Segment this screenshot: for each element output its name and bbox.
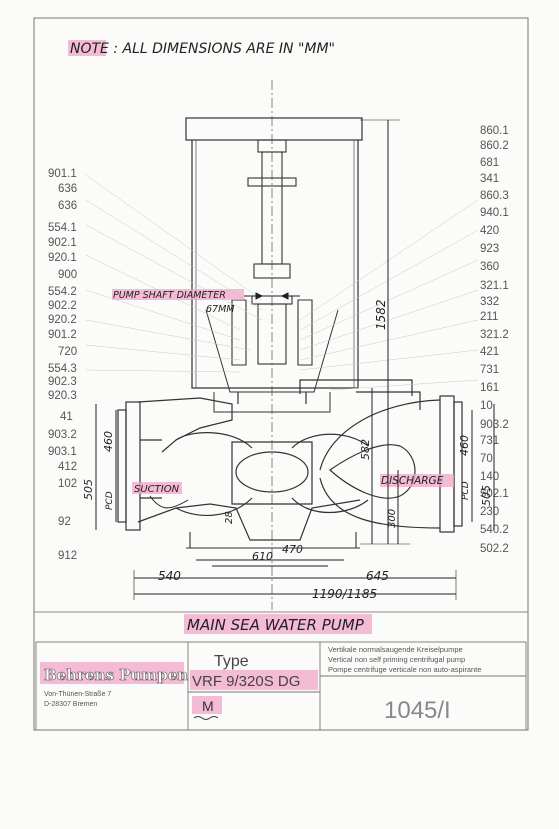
type-sub: M	[202, 698, 214, 714]
part-label: 900	[58, 269, 77, 281]
part-label: 923	[480, 243, 499, 255]
dim-645: 645	[366, 569, 389, 583]
vertical-dimension-lines	[95, 119, 495, 545]
part-label: 903.2	[48, 429, 77, 441]
part-label: 860.3	[480, 190, 509, 202]
dim-28: 28	[224, 511, 235, 524]
type-value: VRF 9/320S DG	[192, 673, 300, 690]
left-part-labels: 901.1 636 636 554.1 902.1 920.1 900 554.…	[48, 168, 77, 562]
shaft-label-highlight	[112, 289, 244, 300]
part-label: 102	[58, 478, 77, 490]
part-label: 636	[58, 183, 77, 195]
type-sub-highlight	[192, 696, 222, 714]
discharge-elbow	[319, 395, 463, 533]
suction-label: SUCTION	[134, 484, 180, 495]
title-highlight	[184, 614, 372, 634]
part-label: 860.1	[480, 125, 509, 137]
part-label: 920.2	[48, 314, 77, 326]
right-part-labels: 860.1 860.2 681 341 860.3 940.1 420 923 …	[480, 125, 509, 555]
part-label: 161	[480, 382, 499, 394]
part-label: 902.1	[48, 237, 77, 249]
part-label: 731	[480, 364, 499, 376]
suction-arrow	[149, 495, 189, 509]
part-label: 920.3	[48, 390, 77, 402]
pump-base	[186, 532, 360, 549]
part-label: 41	[60, 411, 73, 423]
part-label: 360	[480, 261, 499, 273]
part-label: 554.3	[48, 363, 77, 375]
pcd-left: PCD	[105, 491, 115, 510]
part-label: 636	[58, 200, 77, 212]
type-label: Type	[214, 653, 249, 670]
part-label: 421	[480, 346, 499, 358]
discharge-label: DISCHARGE	[381, 475, 444, 487]
drawing-title: MAIN SEA WATER PUMP	[187, 616, 365, 634]
part-label: 70	[480, 453, 493, 465]
part-label: 321.2	[480, 329, 509, 341]
part-label: 901.2	[48, 329, 77, 341]
part-label: 720	[58, 346, 77, 358]
part-label: 230	[480, 506, 499, 518]
part-label: 920.1	[48, 252, 77, 264]
dimension-note: NOTE : ALL DIMENSIONS ARE IN "MM"	[70, 41, 335, 57]
type-value-highlight	[190, 670, 318, 690]
part-label: 912	[58, 550, 77, 562]
suction-flange	[117, 401, 162, 531]
type-sub-underline	[193, 716, 219, 720]
logo-highlight	[40, 662, 184, 684]
part-label: 502.2	[480, 543, 509, 555]
suction-highlight	[132, 482, 182, 494]
company-address-1: Von-Thünen-Straße 7	[44, 691, 111, 698]
part-label: 901.1	[48, 168, 77, 180]
part-label: 554.1	[48, 222, 77, 234]
part-label: 902.3	[48, 376, 77, 388]
dim-300: 300	[387, 509, 398, 528]
part-label: 681	[480, 157, 499, 169]
horizontal-dimension-lines	[133, 559, 457, 600]
description-fr: Pompe centrifuge verticale non auto-aspi…	[328, 665, 481, 674]
part-label: 321.1	[480, 280, 509, 292]
dim-540: 540	[158, 569, 181, 583]
dim-582: 582	[359, 439, 372, 460]
drawing-number: 1045/I	[384, 697, 451, 724]
shaft-diameter-value: 67MM	[206, 304, 234, 315]
part-label: 92	[58, 516, 71, 528]
dim-1190: 1190/1185	[312, 587, 377, 601]
title-block	[35, 641, 527, 731]
company-address-2: D-28307 Bremen	[44, 701, 97, 708]
pcd-right: PCD	[461, 481, 471, 500]
dim-1582: 1582	[374, 299, 388, 330]
part-label: 903.1	[48, 446, 77, 458]
pump-casing	[137, 379, 421, 541]
dim-460-right: 460	[458, 435, 471, 456]
part-label: 420	[480, 225, 499, 237]
part-label: 211	[480, 311, 498, 323]
description-de: Vertikale normalsaugende Kreiselpumpe	[328, 645, 463, 654]
company-logo: Behrens Pumpen	[44, 666, 188, 684]
part-label: 341	[480, 173, 499, 185]
dim-610: 610	[252, 550, 273, 563]
dim-470: 470	[282, 543, 303, 556]
shaft-diameter-label: PUMP SHAFT DIAMETER	[113, 290, 226, 301]
part-label: 554.2	[48, 286, 77, 298]
part-label: 902.2	[48, 300, 77, 312]
description-en: Vertical non self priming centrifugal pu…	[328, 655, 465, 664]
dim-505-right: 505	[480, 485, 493, 506]
part-label: 10	[480, 400, 493, 412]
part-label: 940.1	[480, 207, 509, 219]
shaft-diameter-arrows	[244, 292, 300, 300]
part-label: 731	[480, 435, 499, 447]
part-label: 412	[58, 461, 77, 473]
label-leader-lines	[85, 174, 479, 391]
part-label: 332	[480, 296, 499, 308]
note-highlight	[68, 40, 106, 56]
dim-460-left: 460	[102, 431, 115, 452]
motor	[185, 117, 363, 389]
part-label: 860.2	[480, 140, 509, 152]
dim-505-left: 505	[82, 479, 95, 500]
lantern-bracket	[205, 309, 339, 413]
part-label: 140	[480, 471, 499, 483]
